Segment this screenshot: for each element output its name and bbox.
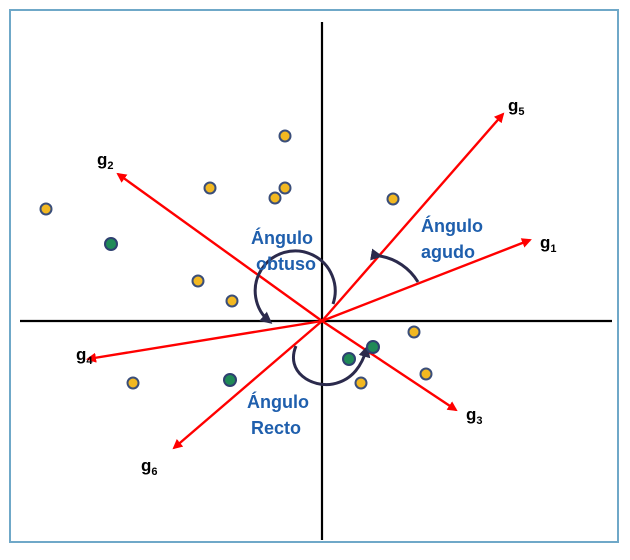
- variable-dot: [278, 129, 292, 143]
- right-angle-label-line2: Recto: [251, 418, 301, 438]
- diagram-border: [9, 9, 619, 543]
- acute-angle-arc: [370, 248, 420, 283]
- variable-dot: [268, 191, 282, 205]
- vector-g3: [321, 320, 458, 412]
- variable-dot: [126, 376, 140, 390]
- label-g5: g5: [508, 96, 525, 118]
- sample-dot: [104, 237, 118, 251]
- vector-g5: [321, 112, 505, 322]
- label-g6: g6: [141, 456, 158, 478]
- variable-dot: [191, 274, 205, 288]
- obtuse-angle-label-line1: Ángulo: [251, 227, 313, 248]
- variable-dot: [354, 376, 368, 390]
- sample-dots: [104, 237, 380, 387]
- variable-dot: [225, 294, 239, 308]
- vector-g2: [116, 172, 323, 322]
- sample-dot: [366, 340, 380, 354]
- label-g1: g1: [540, 233, 557, 255]
- variable-dot: [203, 181, 217, 195]
- vector-g4: [86, 319, 323, 363]
- obtuse-angle-label-line2: obtuso: [256, 254, 316, 274]
- right-angle-label-line1: Ángulo: [247, 391, 309, 412]
- vector-g1: [321, 238, 532, 323]
- acute-angle-label-line1: Ángulo: [421, 215, 483, 236]
- sample-dot: [223, 373, 237, 387]
- variable-dot: [386, 192, 400, 206]
- acute-angle-label-line2: agudo: [421, 242, 475, 262]
- variable-dots: [39, 129, 433, 390]
- variable-dot: [407, 325, 421, 339]
- label-g4: g4: [76, 345, 93, 367]
- right-angle-arc: [292, 345, 371, 387]
- variable-dot: [419, 367, 433, 381]
- obtuse-angle-arc: [253, 249, 337, 324]
- vector-g6: [172, 320, 323, 450]
- label-g3: g3: [466, 405, 483, 427]
- label-g2: g2: [97, 150, 114, 172]
- sample-dot: [342, 352, 356, 366]
- variable-dot: [39, 202, 53, 216]
- variable-dot: [278, 181, 292, 195]
